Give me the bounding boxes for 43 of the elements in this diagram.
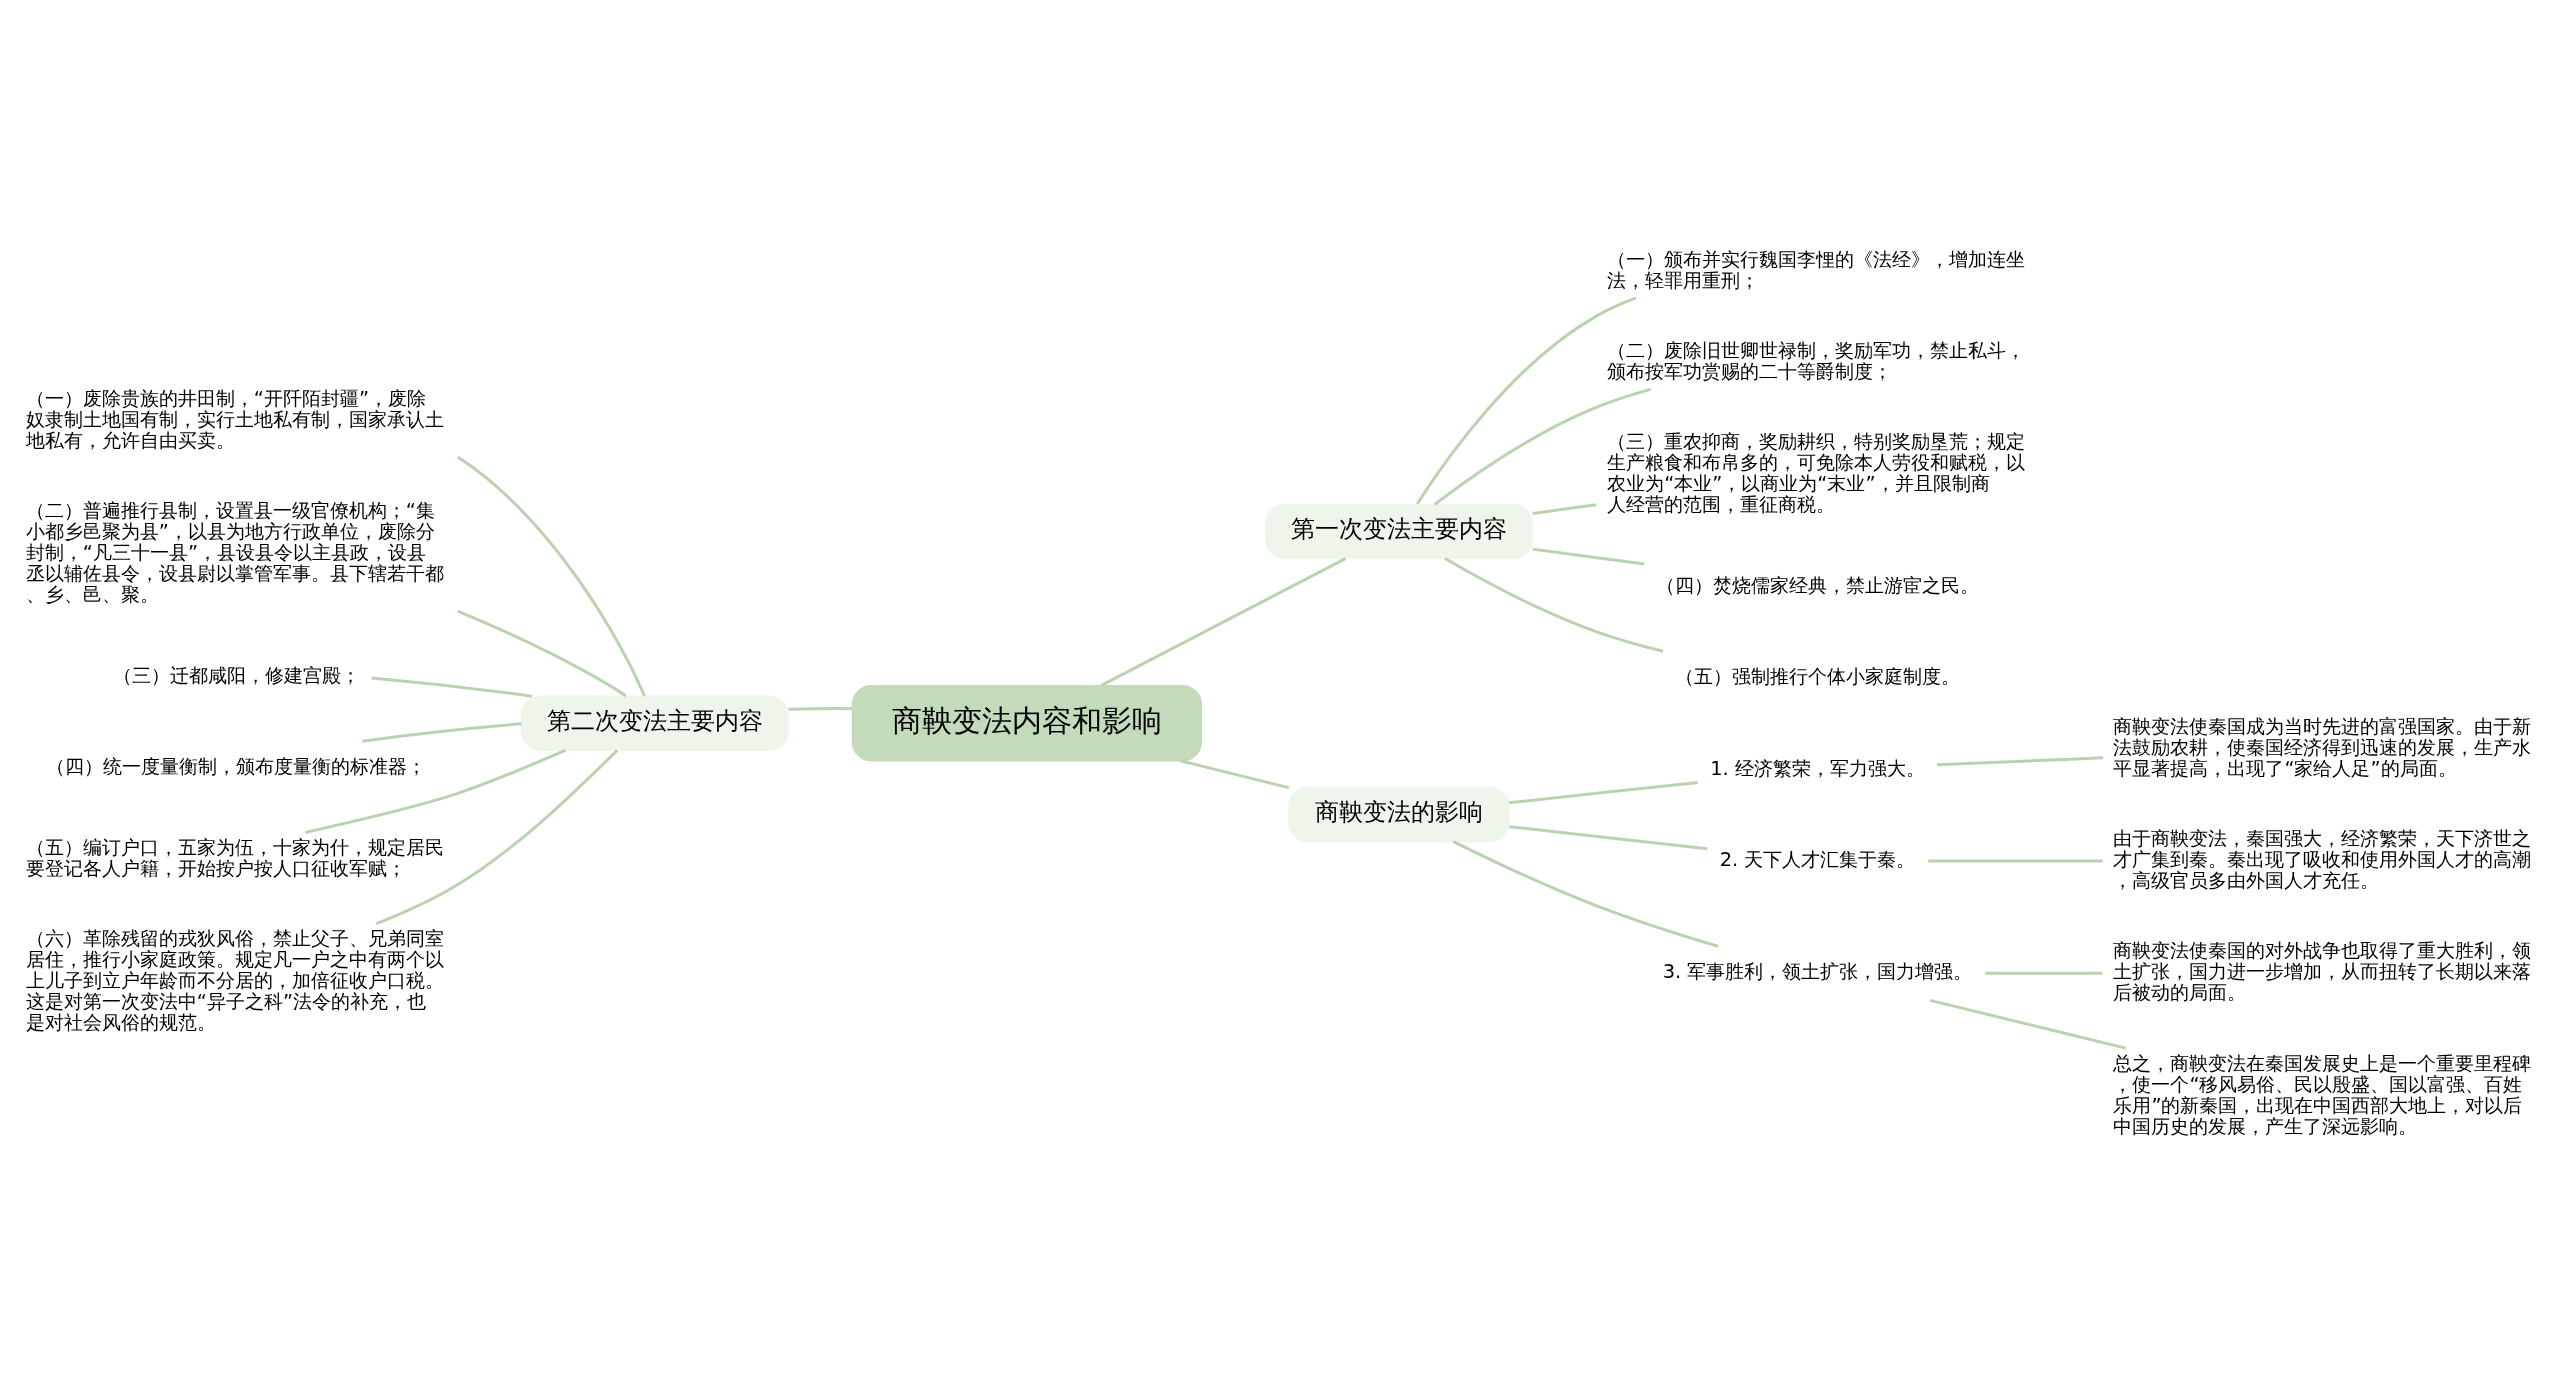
connector <box>456 455 646 697</box>
connector <box>1985 971 2103 975</box>
connector <box>1532 502 1597 515</box>
connector <box>362 721 522 743</box>
node-text: （一）颁布并实行魏国李悝的《法经》，增加连坐法，轻罪用重刑； <box>1607 247 2026 292</box>
connector <box>1452 839 1719 948</box>
node-text: （二）废除旧世卿世禄制，奖励军功，禁止私斗，颁布按军功赏赐的二十等爵制度； <box>1607 338 2026 383</box>
node-text: （四）统一度量衡制，颁布度量衡的标准器； <box>46 754 427 778</box>
connector <box>1100 556 1347 687</box>
node-text: 总之，商鞅变法在秦国发展史上是一个重要里程碑，使一个“移风易俗、民以殷盛、国以富强、百姓乐用”的新秦国，出现在中国西部大地上，对以后中国历史的发展，产生了深远影响。 <box>2113 1051 2532 1138</box>
connector <box>1937 755 2103 766</box>
connector <box>1415 296 1637 505</box>
node-text: （四）焚烧儒家经典，禁止游宦之民。 <box>1656 573 1980 597</box>
connector <box>1444 556 1664 653</box>
node-text: （一）废除贵族的井田制，“开阡陌封疆”，废除奴隶制土地国有制，实行土地私有制，国家承认土地私有，允许自由买卖。 <box>25 386 444 452</box>
connector <box>1928 859 2103 862</box>
node-text: （三）重农抑商，奖励耕织，特别奖励垦荒；规定生产粮食和布帛多的，可免除本人劳役和赋税，以农业为“本业”，以商业为“末业”，并且限制商人经营的范围，重征商税。 <box>1607 429 2026 516</box>
node-text: （二）普遍推行县制，设置县一级官僚机构；“集小都乡邑聚为县”，以县为地方行政单位，废除分封制，“凡三十一县”，县设县令以主县政，设县丞以辅佐县令，设县尉以掌管军事。县下辖若干都、乡、邑、聚。 <box>25 498 444 606</box>
connector <box>1509 780 1699 804</box>
node-text: （六）革除残留的戎狄风俗，禁止父子、兄弟同室居住，推行小家庭政策。规定凡一户之中有两个以上儿子到立户年龄而不分居的，加倍征收户口税。这是对第一次变法中“异子之科”法令的补充，也是对社会风俗的规范。 <box>25 926 444 1034</box>
connector <box>305 748 567 834</box>
node-box: 商鞅变法的影响 <box>1288 786 1510 842</box>
connector <box>1532 547 1645 565</box>
connector <box>1433 387 1652 506</box>
connector <box>375 748 619 925</box>
node-text: 3. 军事胜利，领土扩张，国力增强。 <box>1662 959 1973 983</box>
node-text: 商鞅变法使秦国的对外战争也取得了重大胜利，领土扩张，国力进一步增加，从而扭转了长期以来落后被动的局面。 <box>2113 938 2532 1004</box>
connector <box>1929 998 2127 1050</box>
node-box: 第二次变法主要内容 <box>520 695 789 751</box>
node-text: 由于商鞅变法，秦国强大，经济繁荣，天下济世之才广集到秦。秦出现了吸收和使用外国人才的高潮，高级官员多由外国人才充任。 <box>2113 826 2532 892</box>
connector <box>371 676 532 698</box>
node-text: 商鞅变法使秦国成为当时先进的富强国家。由于新法鼓励农耕，使秦国经济得到迅速的发展，生产水平显著提高，出现了“家给人足”的局面。 <box>2113 714 2532 780</box>
node-text: 2. 天下人才汇集于秦。 <box>1719 847 1916 871</box>
connector <box>1179 758 1290 789</box>
node-text: 1. 经济繁荣，军力强大。 <box>1710 756 1925 780</box>
node-box: 第一次变法主要内容 <box>1265 503 1534 559</box>
connector <box>1509 824 1708 850</box>
node-text: （五）编订户口，五家为伍，十家为什，规定居民要登记各人户籍，开始按户按人口征收军赋； <box>25 835 444 880</box>
node-box: 商鞅变法内容和影响 <box>851 684 1203 761</box>
node-text: （三）迁都咸阳，修建宫殿； <box>112 663 360 687</box>
node-text: （五）强制推行个体小家庭制度。 <box>1675 664 1961 688</box>
connector <box>457 609 627 697</box>
connector <box>788 706 853 711</box>
